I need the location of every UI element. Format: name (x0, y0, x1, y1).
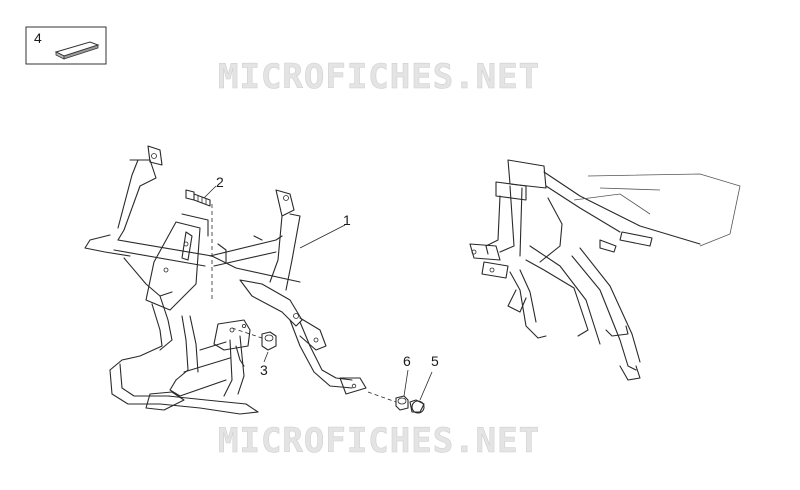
spacer-part-6 (395, 395, 409, 411)
watermark-bottom: MICROFICHES.NET (218, 421, 540, 461)
callout-5: 5 (431, 353, 439, 369)
bolt-part-2 (185, 189, 211, 207)
reference-frame-view (469, 159, 741, 381)
leader-1 (299, 224, 346, 249)
legend-box: 4 (25, 26, 107, 65)
callout-1: 1 (343, 212, 351, 228)
leader-6 (403, 369, 409, 397)
watermark-top: MICROFICHES.NET (218, 57, 540, 97)
legend-number: 4 (34, 30, 42, 46)
callout-3: 3 (260, 362, 268, 378)
leader-3 (263, 351, 269, 363)
rectangle-plate-icon (54, 41, 100, 60)
leader-2 (203, 185, 217, 199)
main-frame-drawing (84, 145, 367, 415)
callout-6: 6 (403, 353, 411, 369)
cap-nut-part-5 (409, 399, 425, 414)
leader-5 (419, 371, 433, 401)
callout-2: 2 (216, 174, 224, 190)
nut-part-3 (261, 331, 277, 351)
